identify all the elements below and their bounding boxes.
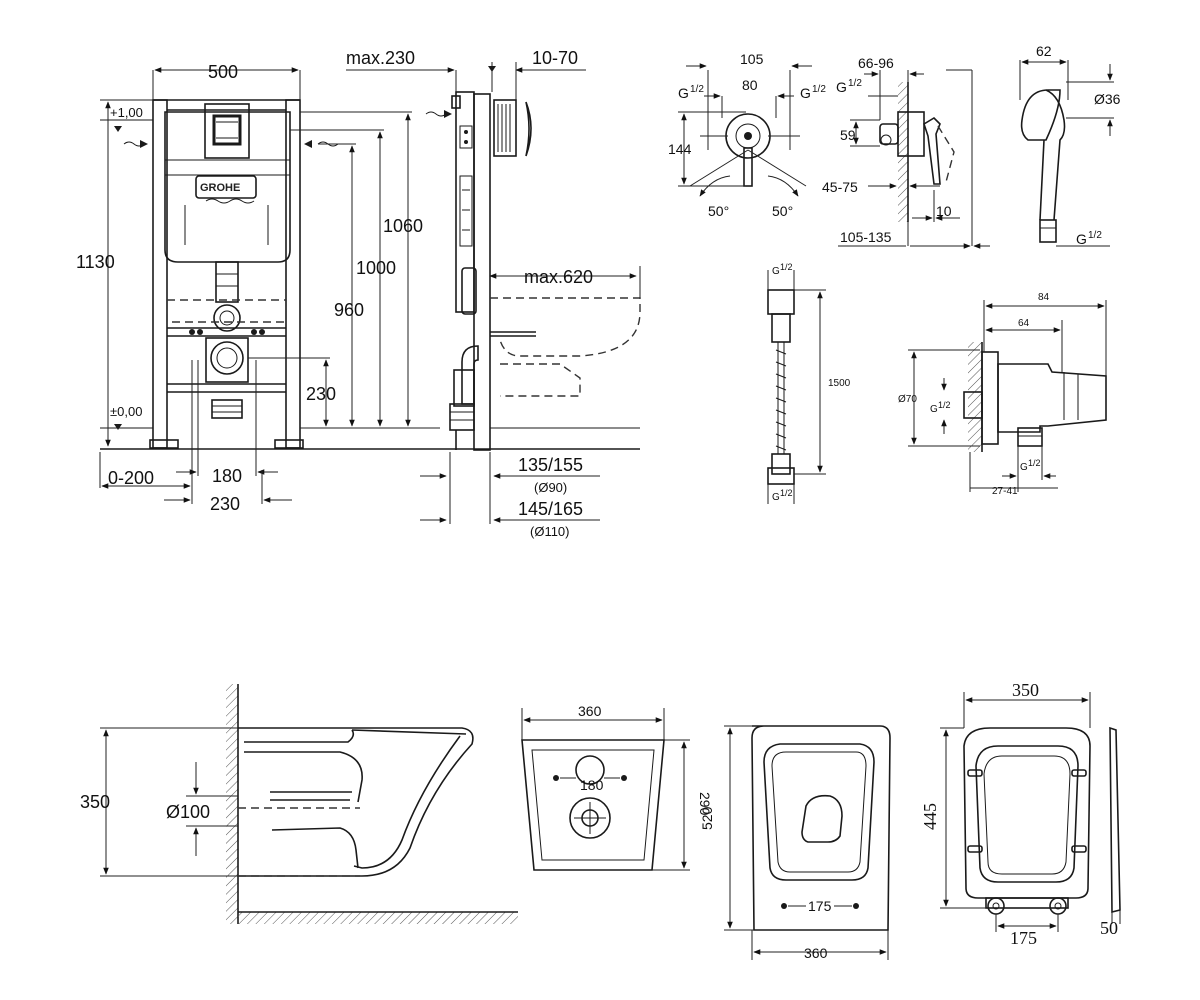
dim-45-75: 45-75 xyxy=(822,179,858,195)
dim-1000: 1000 xyxy=(356,258,396,278)
thread-holder-left-base: G xyxy=(930,404,938,415)
dim-d110-pipe: (Ø110) xyxy=(530,524,570,539)
dim-holder-64: 64 xyxy=(1018,318,1030,329)
dim-holder-84: 84 xyxy=(1038,292,1050,303)
dim-bowl-back-180: 180 xyxy=(580,777,604,793)
dim-1060: 1060 xyxy=(383,216,423,236)
thread-right-fraction: 1/2 xyxy=(812,84,826,95)
shower-hose: G 1/2 1500 G 1/2 xyxy=(767,262,851,504)
logo-text: GROHE xyxy=(200,182,240,194)
thread-head-base: G xyxy=(1076,231,1087,247)
thread-side-fraction: 1/2 xyxy=(848,78,862,89)
dim-seat-width: 350 xyxy=(1012,680,1039,700)
dim-offset: 0-200 xyxy=(108,468,154,488)
angle-right: 50° xyxy=(772,203,793,219)
dim-mixer-80: 80 xyxy=(742,77,758,93)
thread-head-fraction: 1/2 xyxy=(1088,230,1102,241)
level-zero: ±0,00 xyxy=(110,404,142,419)
dim-66-96: 66-96 xyxy=(858,55,894,71)
dim-bowl-back-height: 290 xyxy=(697,792,713,816)
toilet-bowl-side-view: 350 Ø100 xyxy=(80,684,518,924)
dim-frame-width: 500 xyxy=(208,62,238,82)
dim-mixer-105: 105 xyxy=(740,51,764,67)
thread-side-base: G xyxy=(836,79,847,95)
dim-bowl-top-width: 360 xyxy=(804,945,828,961)
grohe-logo: GROHE xyxy=(195,175,257,204)
installation-frame-front: GROHE xyxy=(76,62,640,514)
thread-holder-left-fraction: 1/2 xyxy=(938,400,951,410)
thread-right-base: G xyxy=(800,85,811,101)
thread-hose-bottom-fraction: 1/2 xyxy=(780,488,793,498)
dim-bowl-height: 350 xyxy=(80,792,110,812)
dim-spacing-230: 230 xyxy=(210,494,240,514)
thread-hose-top-base: G xyxy=(772,266,780,277)
thread-left-fraction: 1/2 xyxy=(690,84,704,95)
dim-total-height: 1130 xyxy=(76,252,115,272)
dim-960: 960 xyxy=(334,300,364,320)
thread-holder-bottom-fraction: 1/2 xyxy=(1028,458,1041,468)
mixer-front-view: 105 80 G 1/2 G 1/2 144 50° 50° xyxy=(668,51,826,219)
hygienic-shower-head: 62 Ø36 G 1/2 xyxy=(1019,43,1121,247)
dim-d110-value: 145/165 xyxy=(518,499,583,519)
dim-59: 59 xyxy=(840,127,856,143)
dim-max-depth: max.230 xyxy=(346,48,415,68)
toilet-bowl-back-view: 360 180 290 xyxy=(521,703,713,871)
dim-mixer-144: 144 xyxy=(668,141,692,157)
dim-10: 10 xyxy=(936,203,952,219)
dim-seat-length: 445 xyxy=(920,803,940,830)
dim-seat-175: 175 xyxy=(1010,928,1037,948)
installation-frame-side: max.230 10-70 max.620 135/155 (Ø90) 145/… xyxy=(346,48,641,539)
toilet-seat-view: 350 445 175 50 xyxy=(920,680,1121,948)
dim-230-height: 230 xyxy=(306,384,336,404)
dim-d90-value: 135/155 xyxy=(518,455,583,475)
level-plus-one: +1,00 xyxy=(110,105,143,120)
mixer-side-view: 66-96 G 1/2 59 45-75 10 105-135 xyxy=(822,55,990,249)
thread-left-base: G xyxy=(678,85,689,101)
angle-left: 50° xyxy=(708,203,729,219)
dim-bowl-top-175: 175 xyxy=(808,898,832,914)
dim-head-dia36: Ø36 xyxy=(1094,91,1121,107)
dim-spacing-180: 180 xyxy=(212,466,242,486)
dim-105-135: 105-135 xyxy=(840,229,892,245)
dim-d90-pipe: (Ø90) xyxy=(534,480,567,495)
dim-plate-thickness: 10-70 xyxy=(532,48,578,68)
dim-hose-length: 1500 xyxy=(828,378,851,389)
dim-seat-thickness: 50 xyxy=(1100,918,1118,938)
thread-hose-bottom-base: G xyxy=(772,492,780,503)
dim-max-projection: max.620 xyxy=(524,267,593,287)
dim-head-62: 62 xyxy=(1036,43,1052,59)
dim-holder-27-41: 27-41 xyxy=(992,486,1018,497)
wall-connection-holder: 84 64 Ø70 G 1/2 G 1/2 27-41 xyxy=(898,292,1107,497)
thread-hose-top-fraction: 1/2 xyxy=(780,262,793,272)
toilet-bowl-top-view: 520 175 360 xyxy=(699,725,891,961)
dim-holder-dia70: Ø70 xyxy=(898,394,917,405)
dim-bowl-pipe: Ø100 xyxy=(166,802,210,822)
thread-holder-bottom-base: G xyxy=(1020,462,1028,473)
dim-bowl-back-width: 360 xyxy=(578,703,602,719)
dim-bowl-length: 520 xyxy=(699,806,715,830)
